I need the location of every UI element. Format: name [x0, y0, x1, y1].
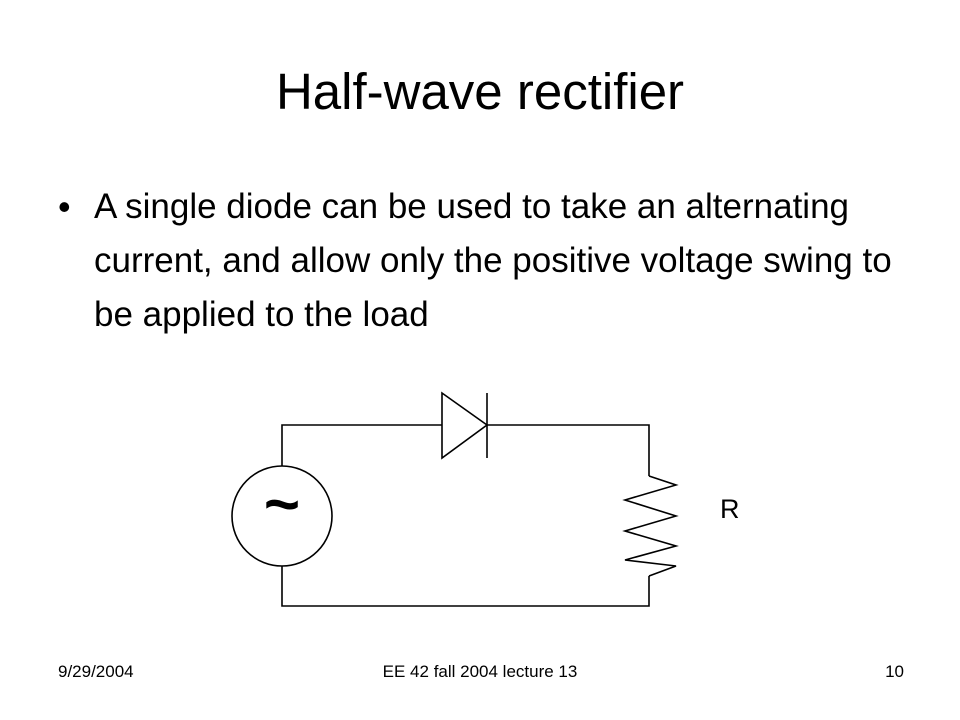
- ac-source: [231, 465, 333, 567]
- bullet-marker: •: [58, 186, 71, 227]
- footer-course: EE 42 fall 2004 lecture 13: [382, 662, 578, 681]
- wire-bottom: [281, 556, 650, 607]
- footer-page-number: 10: [885, 662, 904, 681]
- bullet-list: • A single diode can be used to take an …: [58, 180, 898, 342]
- ac-source-symbol: ~: [263, 470, 301, 539]
- wire-top-right: [487, 424, 650, 476]
- footer-date: 9/29/2004: [58, 662, 134, 681]
- slide-title: Half-wave rectifier: [275, 63, 685, 120]
- resistor-icon: [622, 475, 679, 577]
- diode-icon: [441, 391, 489, 460]
- wire-top-left: [281, 424, 442, 476]
- resistor-label: R: [720, 494, 740, 524]
- bullet-text: A single diode can be used to take an al…: [94, 187, 892, 334]
